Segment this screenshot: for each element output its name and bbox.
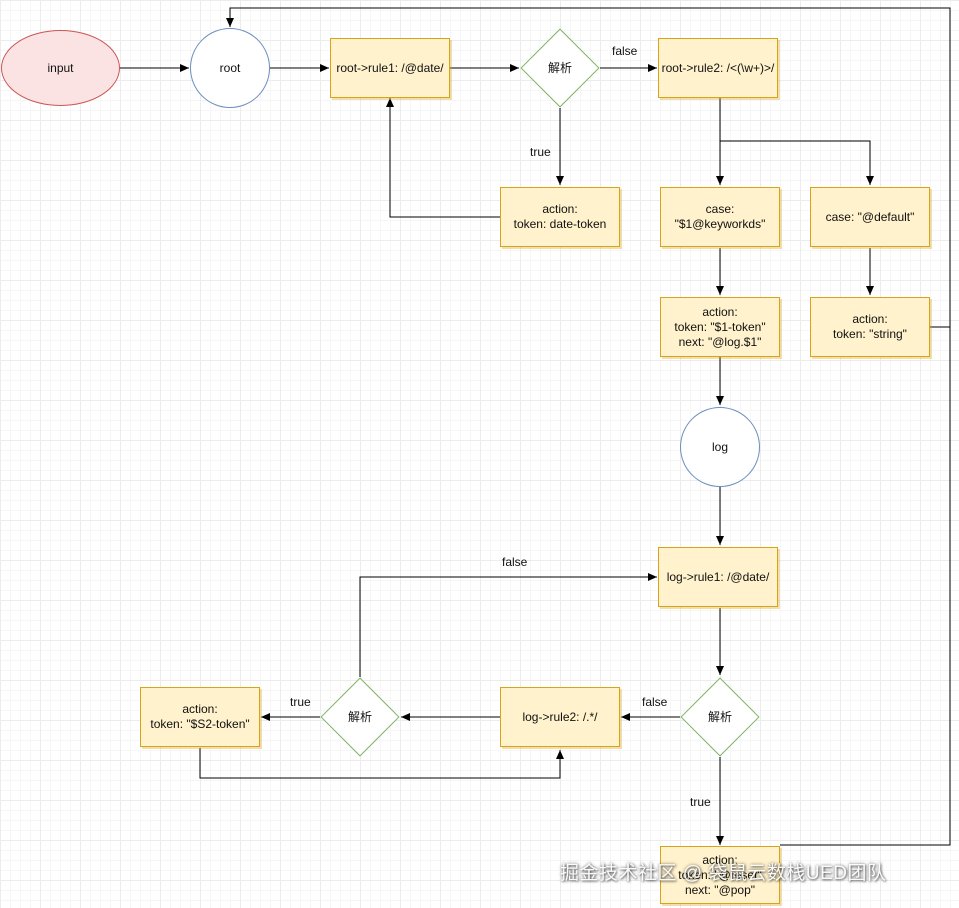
- action-date-token-label: action: token: date-token: [513, 202, 607, 231]
- root-label: root: [219, 60, 241, 75]
- action-pop-box: action: token: "@reset" next: "@pop": [660, 846, 780, 904]
- root-rule2-box: root->rule2: /<(\w+)>/: [658, 38, 778, 98]
- root-rule2-label: root->rule2: /<(\w+)>/: [661, 60, 775, 75]
- edge-rule2-case-default: [720, 140, 874, 185]
- parse-2-label: 解析: [707, 709, 732, 724]
- watermark: 掘金技术社区 @ 袋鼠云数栈UED团队: [560, 863, 887, 884]
- edge-label-true-log-down: true: [690, 795, 711, 809]
- log-rule1-box: log->rule1: /@date/: [658, 547, 778, 607]
- action-s2-token-box: action: token: "$S2-token": [140, 687, 260, 747]
- input-node: input: [1, 30, 120, 106]
- case-default-label: case: "@default": [825, 209, 915, 224]
- edge-label-false-log: false: [642, 695, 668, 709]
- edge-label-true-top: true: [530, 145, 551, 159]
- case-default-box: case: "@default": [810, 187, 930, 247]
- log-rule2-label: log->rule2: /.*/: [522, 709, 598, 724]
- edge-parse3-logrule1: [359, 573, 657, 677]
- log-node: log: [680, 407, 760, 487]
- log-rule2-box: log->rule2: /.*/: [500, 687, 620, 747]
- edge-action-s2-logrule2: [199, 748, 564, 779]
- parse-diamond-1: 解析: [520, 28, 600, 108]
- edge-label-false-log-loop: false: [502, 555, 528, 569]
- log-rule1-label: log->rule1: /@date/: [666, 569, 770, 584]
- action-1-token-label: action: token: "$1-token" next: "@log.$1…: [674, 304, 766, 349]
- action-string-label: action: token: "string": [833, 312, 907, 341]
- parse-1-label: 解析: [547, 60, 572, 75]
- case-keywords-label: case: "$1@keyworkds": [674, 202, 766, 231]
- action-1-token-box: action: token: "$1-token" next: "@log.$1…: [660, 297, 780, 357]
- edge-action-pop-root: [780, 327, 951, 846]
- edge-label-false-top: false: [612, 44, 638, 58]
- root-rule1-label: root->rule1: /@date/: [336, 60, 444, 75]
- action-s2-token-label: action: token: "$S2-token": [150, 702, 250, 731]
- case-keywords-box: case: "$1@keyworkds": [660, 187, 780, 247]
- action-date-token-box: action: token: date-token: [500, 187, 620, 247]
- input-label: input: [47, 60, 74, 75]
- edge-action-date-rule1: [386, 98, 500, 218]
- edge-action-string-root: [226, 7, 951, 328]
- parse-3-label: 解析: [347, 709, 372, 724]
- edge-label-true-log-left: true: [290, 695, 311, 709]
- action-pop-label: action: token: "@reset" next: "@pop": [678, 852, 762, 897]
- action-string-box: action: token: "string": [810, 297, 930, 357]
- root-rule1-box: root->rule1: /@date/: [330, 38, 450, 98]
- log-label: log: [711, 439, 728, 454]
- parse-diamond-3: 解析: [320, 677, 400, 757]
- parse-diamond-2: 解析: [680, 677, 760, 757]
- root-node: root: [190, 28, 270, 108]
